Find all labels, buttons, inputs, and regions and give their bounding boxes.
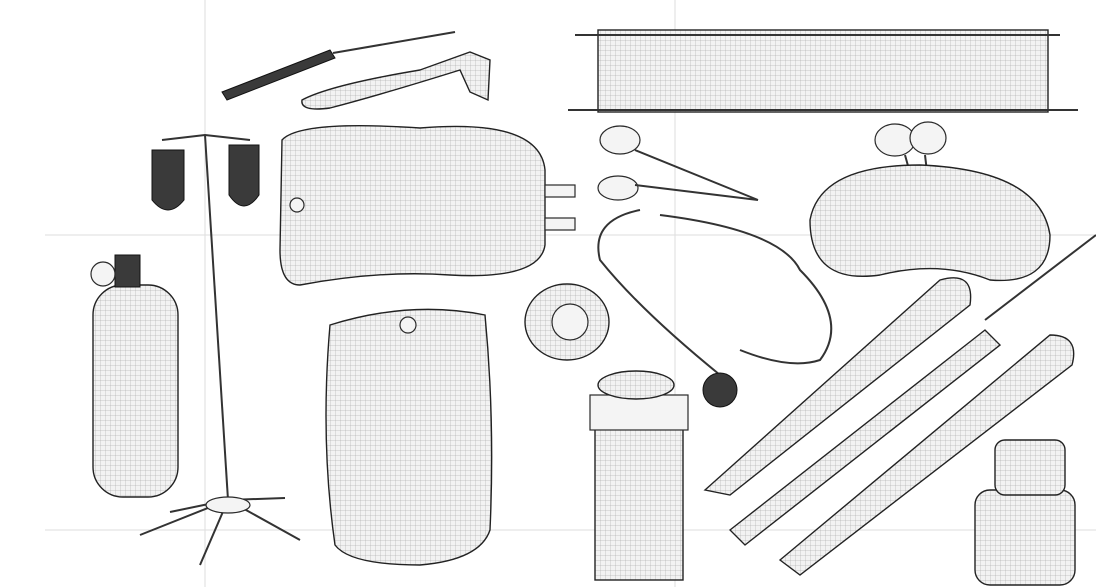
stethoscope [597, 209, 833, 408]
scissors [597, 125, 759, 201]
iv-bag [279, 125, 576, 286]
stretcher [568, 29, 1078, 113]
reflex-hammer [301, 51, 491, 110]
scalpel [221, 31, 456, 101]
thermometer [778, 334, 1075, 576]
kidney-tray [809, 164, 1051, 282]
iv-stand [139, 133, 301, 566]
tape-roll [524, 283, 610, 361]
syringe [728, 234, 1096, 546]
iv-bag [325, 308, 493, 566]
oxygen-cylinder [90, 254, 179, 498]
pill-bottle [974, 439, 1076, 586]
pill-bottle [589, 370, 689, 581]
thermometer [703, 277, 972, 496]
